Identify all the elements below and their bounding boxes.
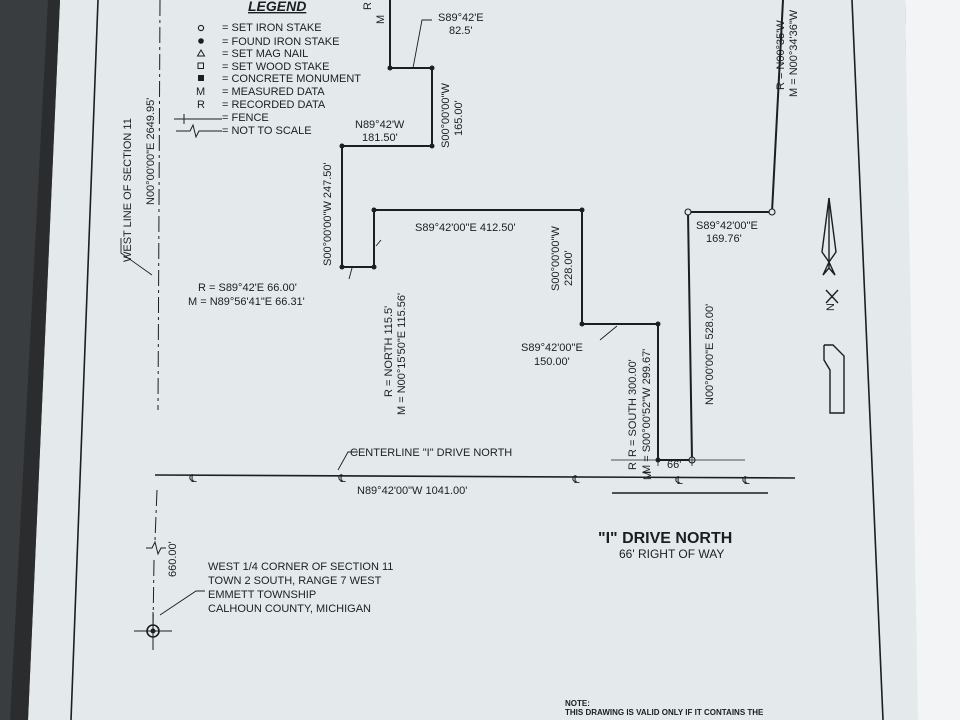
line2-bearing-label: S00°00'00"W xyxy=(440,83,452,148)
page-edge xyxy=(905,0,960,720)
vertical-labels: R M R = N00°35'W M = N00°34'36"W S00°00'… xyxy=(122,2,800,577)
filled-circle-icon xyxy=(429,143,435,149)
boundary-upper-left xyxy=(341,0,659,462)
centerline-marks: ℄ ℄ ℄ ℄ ℄ xyxy=(188,473,751,487)
paper-shadow xyxy=(10,0,60,720)
line2-distance-label: 165.00' xyxy=(453,100,465,136)
letter-r-icon: R xyxy=(197,99,205,111)
centerline-bearing-label: N89°42'00"W 1041.00' xyxy=(357,485,467,497)
line5-distance-label: 169.76' xyxy=(706,233,742,245)
road-lines xyxy=(154,474,796,494)
legend-label-recorded-data: = RECORDED DATA xyxy=(222,99,326,111)
m-north-label: M = N00°15'50"E 115.56' xyxy=(396,293,408,415)
dimension-66-label: 66' xyxy=(667,459,681,471)
centerline-mark: ℄ xyxy=(571,474,581,486)
road-name: "I" DRIVE NORTH xyxy=(598,530,732,547)
open-circle-icon xyxy=(197,24,205,32)
centerline-mark: ℄ xyxy=(741,475,751,487)
filled-circle-icon xyxy=(429,65,435,71)
road-right-of-way: 66' RIGHT OF WAY xyxy=(619,547,724,561)
legend-title: LEGEND xyxy=(248,0,306,14)
filled-circle-icon xyxy=(655,321,661,327)
legend-label-fence: = FENCE xyxy=(222,112,269,124)
line4-label: S89°42'00"E 412.50' xyxy=(415,222,516,234)
m-6631-label: M = N89°56'41"E 66.31' xyxy=(188,296,305,308)
break-line-icon xyxy=(176,123,222,139)
right-m-label: M = N00°34'36"W xyxy=(788,9,800,97)
west-line-label: WEST LINE OF SECTION 11 xyxy=(122,118,134,262)
r-small-label: R xyxy=(627,462,639,470)
corner-label-line1: WEST 1/4 CORNER OF SECTION 11 xyxy=(208,561,393,573)
paper-sheet xyxy=(28,0,918,720)
r-south-label: R = SOUTH 300.00' xyxy=(627,359,639,457)
filled-square-icon xyxy=(198,75,204,81)
west-bearing-label: N00°00'00"E 2649.95' xyxy=(145,98,157,205)
fence-icon xyxy=(174,114,222,124)
r-north-label: R = NORTH 115.5' xyxy=(383,306,395,397)
top-distance-label: 82.5' xyxy=(449,25,473,37)
line6-bearing-label: S00°00'00"W xyxy=(550,226,562,291)
line3-label: S00°00'00"W 247.50' xyxy=(322,162,334,266)
centerline-mark: ℄ xyxy=(674,475,684,487)
legend: LEGEND M R = SET IRON STAKE = FOUND IRON… xyxy=(174,0,361,139)
centerline-mark: ℄ xyxy=(188,473,198,485)
boundary-right xyxy=(686,0,784,461)
filled-circle-icon xyxy=(198,38,204,44)
m-south-label: M = S00°00'52"W 299.67' xyxy=(641,349,653,474)
open-circle-icon xyxy=(768,208,776,216)
filled-circle-icon xyxy=(339,264,345,270)
survey-labels: S89°42'E 82.5' N89°42'W 181.50' S89°42'0… xyxy=(188,12,764,717)
centerline-mark: ℄ xyxy=(337,473,347,485)
drawing-border xyxy=(70,0,884,720)
filled-circle-icon xyxy=(339,143,345,149)
line8-label: N00°00'00"E 528.00' xyxy=(704,304,716,405)
line1-distance-label: 181.50' xyxy=(362,132,398,144)
north-letter: N xyxy=(825,303,837,311)
section-corner-monument xyxy=(134,612,172,650)
line5-bearing-label: S89°42'00"E xyxy=(696,220,758,232)
dimension-66 xyxy=(611,454,745,466)
top-bearing-label: S89°42'E xyxy=(438,12,484,24)
legend-label-not-to-scale: = NOT TO SCALE xyxy=(222,125,312,137)
filled-circle-icon xyxy=(387,65,393,71)
note-title: NOTE: xyxy=(565,699,590,708)
road-centerline xyxy=(154,474,796,479)
north-arrow-icon xyxy=(821,197,845,414)
dist-660-label: 660.00' xyxy=(167,541,179,577)
legend-label-measured-data: = MEASURED DATA xyxy=(222,86,325,98)
leader-lines xyxy=(120,19,618,616)
centerline-label: CENTERLINE "I" DRIVE NORTH xyxy=(350,447,512,459)
legend-label-found-iron-stake: = FOUND IRON STAKE xyxy=(222,36,339,48)
triangle-icon xyxy=(196,49,206,57)
legend-label-set-wood-stake: = SET WOOD STAKE xyxy=(222,61,329,73)
filled-circle-icon xyxy=(579,321,585,327)
m-small-label: M xyxy=(642,471,654,480)
line7-distance-label: 150.00' xyxy=(534,356,570,368)
letter-m-icon: M xyxy=(196,86,205,98)
open-circle-icon xyxy=(684,208,692,216)
corner-label-line2: TOWN 2 SOUTH, RANGE 7 WEST xyxy=(208,575,382,587)
corner-label-line4: CALHOUN COUNTY, MICHIGAN xyxy=(208,603,371,615)
corner-label-line3: EMMETT TOWNSHIP xyxy=(208,589,316,601)
r-6600-label: R = S89°42'E 66.00' xyxy=(198,282,297,294)
line7-bearing-label: S89°42'00"E xyxy=(521,342,583,354)
open-square-icon xyxy=(197,62,204,69)
legend-label-concrete-monument: = CONCRETE MONUMENT xyxy=(222,73,361,85)
legend-label-set-mag-nail: = SET MAG NAIL xyxy=(222,48,308,60)
filled-circle-icon xyxy=(371,207,377,213)
filled-circle-icon xyxy=(579,207,585,213)
note-text: THIS DRAWING IS VALID ONLY IF IT CONTAIN… xyxy=(565,708,764,717)
top-r-fragment: R xyxy=(362,2,374,10)
filled-circle-icon xyxy=(371,264,377,270)
line6-distance-label: 228.00' xyxy=(563,250,575,286)
top-m-fragment: M xyxy=(375,15,387,24)
right-r-label: R = N00°35'W xyxy=(775,20,787,90)
legend-label-set-iron-stake: = SET IRON STAKE xyxy=(222,22,322,34)
line1-bearing-label: N89°42'W xyxy=(355,119,405,131)
